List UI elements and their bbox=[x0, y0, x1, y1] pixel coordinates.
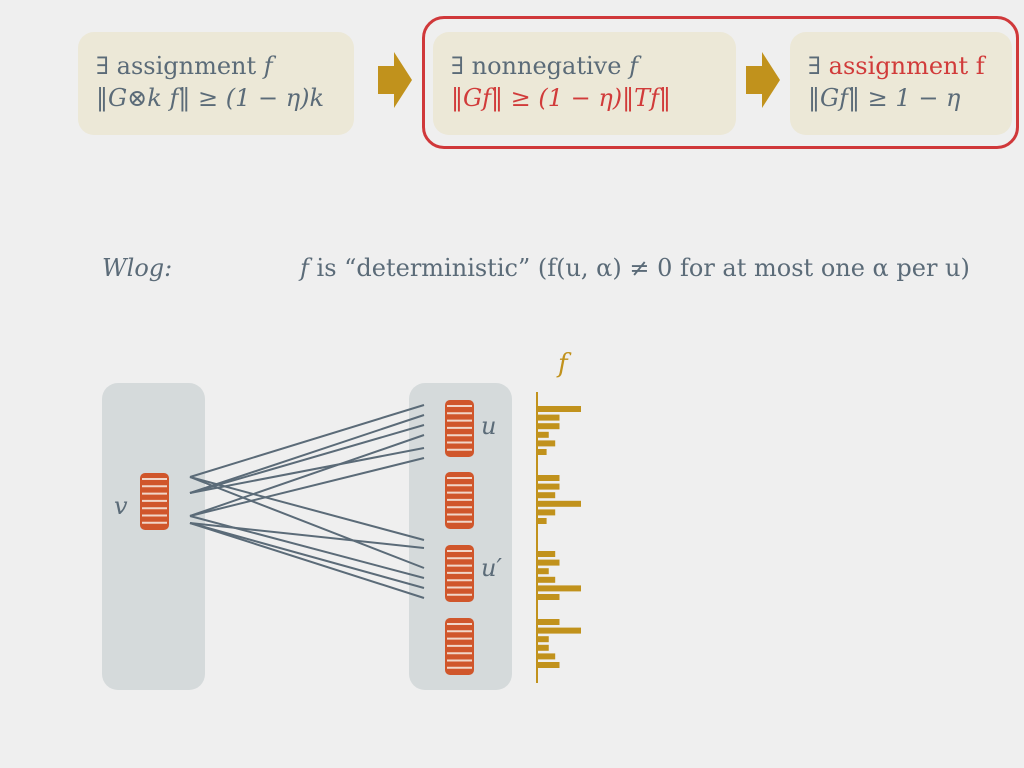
f-bar-4-1 bbox=[538, 619, 560, 625]
vertices bbox=[140, 400, 474, 675]
arrow-right-icon-1 bbox=[378, 52, 412, 108]
f-bar-2-4 bbox=[538, 500, 581, 507]
formula-box-1: ∃ assignment f ‖G⊗k f‖ ≥ (1 − η)k bbox=[78, 32, 354, 135]
f-bar-1-1 bbox=[538, 406, 581, 412]
box3-line1-red: assignment f bbox=[828, 52, 985, 80]
f-bar-3-6 bbox=[538, 594, 560, 600]
f-bar-1-2 bbox=[538, 414, 560, 421]
f-bar-4-5 bbox=[538, 653, 556, 660]
statement-text: is “deterministic” (f(u, α) ≠ 0 for at m… bbox=[308, 254, 970, 282]
edge-11 bbox=[189, 522, 425, 589]
f-bar-2-3 bbox=[538, 492, 556, 499]
f-bar-4-6 bbox=[538, 662, 560, 668]
vertex-label-v: v bbox=[114, 492, 128, 520]
vertex-right-3 bbox=[445, 545, 474, 602]
f-bar-2-6 bbox=[538, 518, 547, 524]
wlog-label: Wlog: bbox=[102, 254, 173, 282]
vertex-right-4 bbox=[445, 618, 474, 675]
f-bar-1-5 bbox=[538, 440, 556, 447]
vertex-v bbox=[140, 473, 169, 530]
edge-1 bbox=[189, 404, 425, 478]
f-bar-4-2 bbox=[538, 627, 581, 634]
f-bar-1-3 bbox=[538, 423, 560, 430]
edge-6 bbox=[189, 447, 425, 494]
f-bar-4-3 bbox=[538, 636, 549, 643]
edge-8 bbox=[189, 457, 425, 517]
f-bar-3-4 bbox=[538, 576, 556, 583]
edges bbox=[189, 404, 425, 599]
left-vertex-panel bbox=[102, 383, 205, 690]
edge-3 bbox=[189, 476, 425, 569]
statement-var: f bbox=[300, 254, 309, 282]
highlight-frame bbox=[422, 16, 1019, 149]
f-bar-1-6 bbox=[538, 449, 547, 455]
vertex-right-2 bbox=[445, 472, 474, 529]
f-bar-3-5 bbox=[538, 585, 581, 592]
f-bar-1-4 bbox=[538, 431, 549, 438]
box3-line2-formula: ‖Gf‖ ≥ 1 − η bbox=[808, 84, 961, 112]
f-bar-3-3 bbox=[538, 568, 549, 575]
f-bar-2-5 bbox=[538, 509, 556, 516]
box2-line1-text: ∃ nonnegative bbox=[451, 52, 630, 80]
edge-5 bbox=[189, 424, 425, 494]
f-bar-chart bbox=[536, 392, 581, 683]
box2-line1-var: f bbox=[629, 52, 638, 80]
f-label: f bbox=[556, 349, 572, 379]
box2-line2-formula: ‖Gf‖ ≥ (1 − η)‖Tf‖ bbox=[451, 84, 672, 112]
edge-12 bbox=[189, 522, 425, 599]
vertex-label-u: u bbox=[481, 412, 496, 440]
f-bar-3-2 bbox=[538, 559, 560, 566]
edge-9 bbox=[189, 515, 425, 579]
edge-7 bbox=[189, 434, 425, 517]
formula-box-2: ∃ nonnegative f ‖Gf‖ ≥ (1 − η)‖Tf‖ bbox=[433, 32, 736, 135]
formula-box-3: ∃ assignment f ‖Gf‖ ≥ 1 − η bbox=[790, 32, 1012, 135]
edge-10 bbox=[189, 522, 425, 549]
box1-line1-text: ∃ assignment bbox=[96, 52, 264, 80]
arrow-right-icon-2 bbox=[746, 52, 780, 108]
f-bar-4-4 bbox=[538, 644, 549, 651]
box3-line1-text: ∃ bbox=[808, 52, 829, 80]
f-bar-3-1 bbox=[538, 551, 556, 557]
wlog-statement: f is “deterministic” (f(u, α) ≠ 0 for at… bbox=[300, 254, 970, 282]
edge-2 bbox=[189, 476, 425, 541]
edge-4 bbox=[189, 414, 425, 494]
f-bar-2-1 bbox=[538, 475, 560, 481]
box1-line1-var: f bbox=[263, 52, 273, 80]
vertex-label-u-prime: u′ bbox=[481, 554, 502, 582]
box1-line2-formula: ‖G⊗k f‖ ≥ (1 − η)k bbox=[96, 84, 324, 112]
f-bar-2-2 bbox=[538, 483, 560, 490]
vertex-right-1 bbox=[445, 400, 474, 457]
